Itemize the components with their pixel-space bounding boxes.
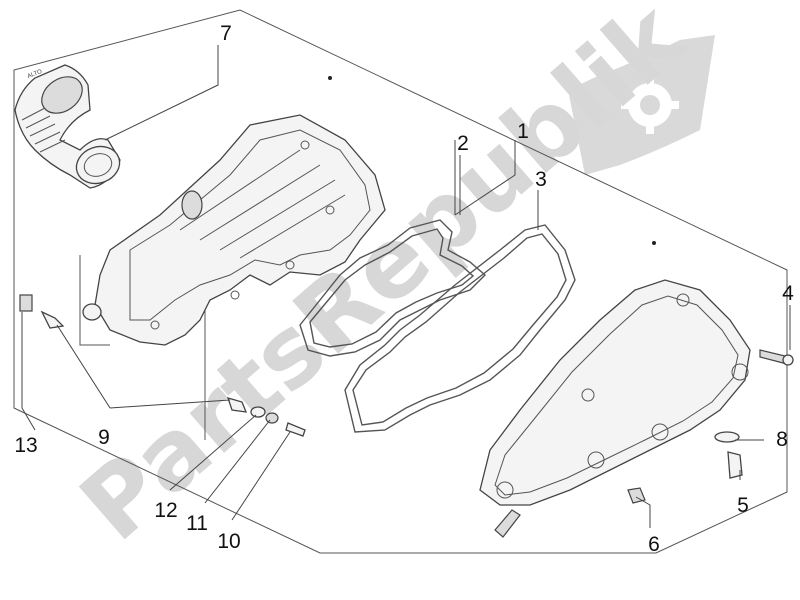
- washer-11: [265, 412, 279, 424]
- air-filter-housing: [82, 114, 386, 346]
- callout-2: 2: [457, 132, 469, 155]
- callout-11: 11: [186, 512, 208, 535]
- gasket: [299, 219, 487, 357]
- screw-10: [285, 422, 306, 437]
- leader-lines: [21, 45, 791, 528]
- small-hardware: [19, 76, 794, 504]
- gear-in-flag-icon: [568, 35, 715, 175]
- callout-3: 3: [535, 168, 547, 191]
- drain-hose-5: [727, 451, 743, 479]
- callout-9: 9: [98, 426, 110, 449]
- filter-element: [344, 224, 576, 433]
- clip-13: [19, 294, 33, 312]
- callout-13: 13: [14, 434, 37, 457]
- callout-12: 12: [154, 499, 177, 522]
- grommet-9b: [226, 397, 248, 413]
- washer-12: [250, 406, 266, 418]
- callout-labels: 1 2 3 4 5 6 7 8 9 10 11 12 13: [14, 22, 794, 556]
- duct-marking: ALTO: [27, 69, 44, 80]
- air-filter-cover: [479, 279, 751, 538]
- callout-6: 6: [648, 533, 660, 556]
- callout-1: 1: [517, 120, 529, 143]
- callout-7: 7: [220, 22, 232, 45]
- clamp-8: [714, 431, 740, 443]
- assembly-frame: [13, 9, 788, 554]
- callout-4: 4: [782, 282, 794, 305]
- intake-duct: ALTO: [14, 64, 121, 189]
- callout-8: 8: [776, 428, 788, 451]
- callout-10: 10: [217, 530, 240, 553]
- callout-5: 5: [737, 494, 749, 517]
- grommet-9: [40, 310, 65, 329]
